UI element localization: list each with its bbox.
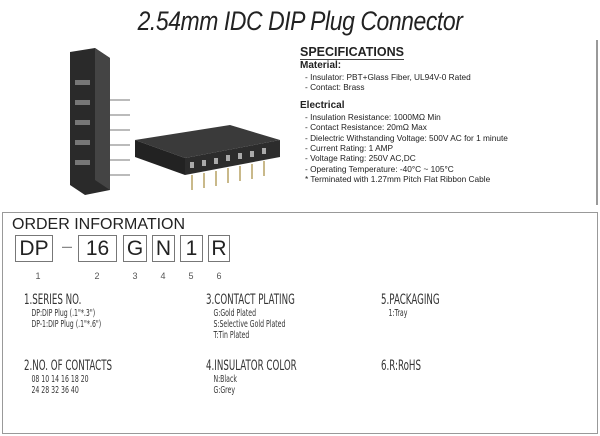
section-heading: 1.SERIES NO. <box>24 292 82 308</box>
section-contact-plating: 3.CONTACT PLATING G:Gold Plated S:Select… <box>206 292 295 341</box>
code-box-contacts: 16 <box>78 235 117 262</box>
connector-product-image <box>70 48 280 195</box>
section-heading: 3.CONTACT PLATING <box>206 292 295 308</box>
spec-item: - Contact Resistance: 20mΩ Max <box>305 122 427 133</box>
section-item: N:Black <box>213 374 237 385</box>
code-box-plating: G <box>123 235 147 262</box>
code-box-color: N <box>152 235 175 262</box>
section-item: DP-1:DIP Plug (.1"*.6") <box>31 319 102 330</box>
code-number: 3 <box>132 271 138 281</box>
section-heading: 2.NO. OF CONTACTS <box>24 358 113 374</box>
spec-item: - Contact: Brass <box>305 82 365 93</box>
code-number: 4 <box>160 271 166 281</box>
section-item: S:Selective Gold Plated <box>213 319 286 330</box>
section-heading: 5.PACKAGING <box>381 292 440 308</box>
section-no-of-contacts: 2.NO. OF CONTACTS 08 10 14 16 18 20 24 2… <box>24 358 112 396</box>
section-series-no: 1.SERIES NO. DP:DIP Plug (.1"*.3") DP-1:… <box>24 292 101 330</box>
section-item: G:Grey <box>213 385 236 396</box>
section-item: 1:Tray <box>388 308 408 319</box>
material-heading: Material: <box>300 60 342 71</box>
spec-note: * Terminated with 1.27mm Pitch Flat Ribb… <box>305 174 491 185</box>
section-item: 08 10 14 16 18 20 <box>31 374 89 385</box>
code-number: 2 <box>94 271 100 281</box>
connector-horizontal <box>135 125 280 190</box>
frame-border <box>596 40 598 205</box>
code-box-rohs: R <box>208 235 230 262</box>
section-rohs: 6.R:RoHS <box>381 358 421 374</box>
section-item: 24 28 32 36 40 <box>31 385 79 396</box>
specifications-heading: SPECIFICATIONS <box>300 45 404 60</box>
page-title: 2.54mm IDC DIP Plug Connector <box>137 6 463 36</box>
code-box-packaging: 1 <box>180 235 203 262</box>
order-information-panel <box>2 212 598 434</box>
spec-item: - Insulator: PBT+Glass Fiber, UL94V-0 Ra… <box>305 72 471 82</box>
section-item: G:Gold Plated <box>213 308 257 319</box>
code-number: 1 <box>35 271 41 281</box>
section-item: T:Tin Plated <box>213 330 250 341</box>
order-information-title: ORDER INFORMATION <box>12 216 186 233</box>
section-heading: 4.INSULATOR COLOR <box>206 358 297 374</box>
section-heading: 6.R:RoHS <box>381 358 421 374</box>
section-packaging: 5.PACKAGING 1:Tray <box>381 292 440 319</box>
code-number: 6 <box>216 271 222 281</box>
specifications: SPECIFICATIONS Material: - Insulator: PB… <box>300 46 508 185</box>
spec-item: - Current Rating: 1 AMP <box>305 143 394 154</box>
spec-item: - Voltage Rating: 250V AC,DC <box>305 153 416 164</box>
section-item: DP:DIP Plug (.1"*.3") <box>31 308 96 319</box>
code-number: 5 <box>188 271 194 281</box>
spec-item: - Insulation Resistance: 1000MΩ Min <box>305 111 441 122</box>
code-dash: – <box>62 236 73 256</box>
section-insulator-color: 4.INSULATOR COLOR N:Black G:Grey <box>206 358 297 396</box>
code-box-series: DP <box>15 235 53 262</box>
electrical-heading: Electrical <box>300 99 345 111</box>
spec-item: - Operating Temperature: -40°C ~ 105°C <box>305 163 454 174</box>
connector-vertical <box>70 48 130 195</box>
spec-item: - Dielectric Withstanding Voltage: 500V … <box>305 132 508 143</box>
